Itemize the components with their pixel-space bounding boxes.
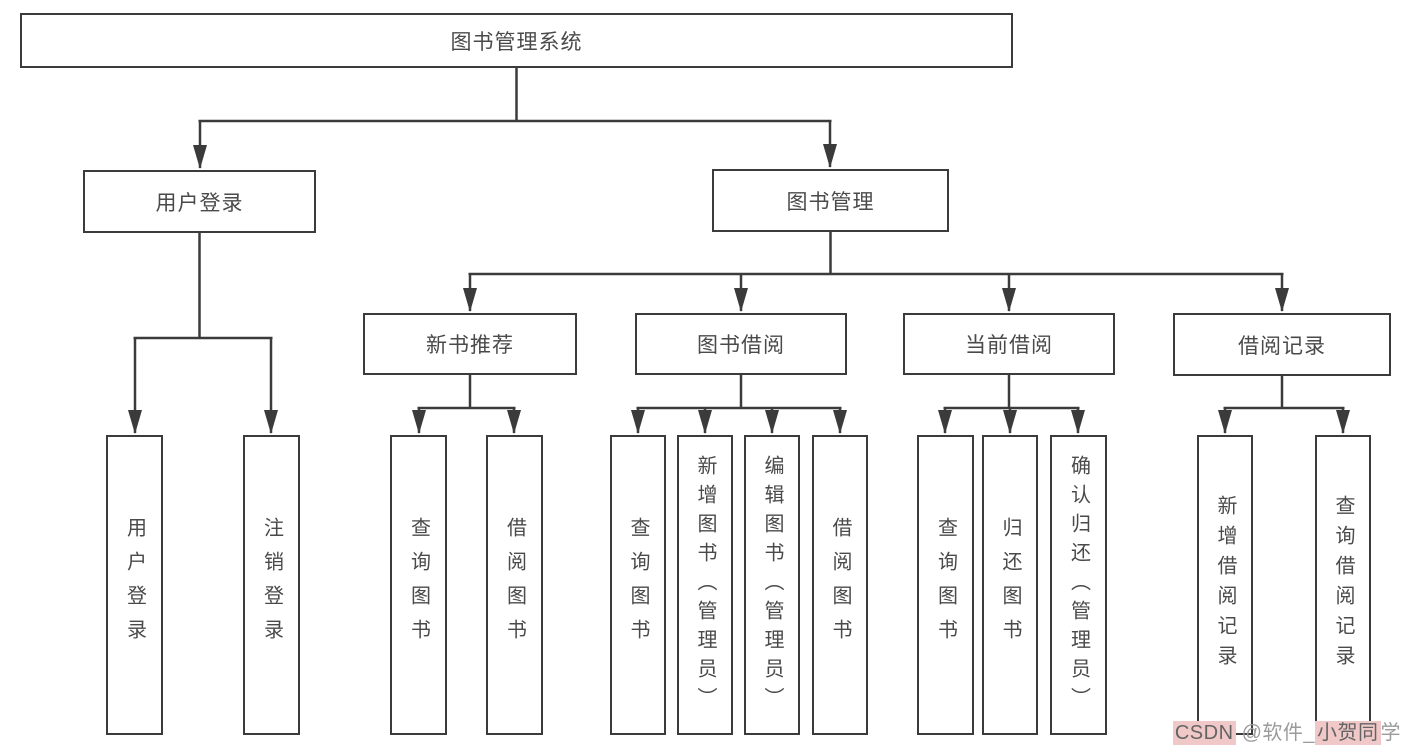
node-book-borrowing: 图书借阅 — [635, 313, 847, 375]
watermark-name: 小贺同 — [1315, 721, 1381, 745]
watermark-site: CSDN — [1172, 721, 1236, 745]
leaf-logout: 注销登录 — [243, 435, 300, 735]
leaf-edit-books-admin: 编辑图书（管理员） — [744, 435, 800, 735]
node-borrowing-records: 借阅记录 — [1173, 313, 1391, 376]
node-new-book-recommend: 新书推荐 — [363, 313, 577, 375]
leaf-add-books-admin: 新增图书（管理员） — [677, 435, 733, 735]
leaf-query-books-current: 查询图书 — [917, 435, 974, 735]
watermark-at-handle: @软件_ — [1235, 722, 1315, 744]
leaf-borrow-books-recommend: 借阅图书 — [486, 435, 543, 735]
node-library-management-system: 图书管理系统 — [20, 13, 1013, 68]
leaf-return-books: 归还图书 — [982, 435, 1038, 735]
leaf-borrow-books: 借阅图书 — [812, 435, 868, 735]
csdn-watermark: CSDN @软件_小贺同学 — [1172, 716, 1401, 745]
leaf-add-borrow-record: 新增借阅记录 — [1197, 435, 1253, 735]
leaf-query-books-borrowing: 查询图书 — [610, 435, 666, 735]
leaf-confirm-return-admin: 确认归还（管理员） — [1050, 435, 1107, 735]
node-user-login: 用户登录 — [83, 170, 316, 233]
leaf-query-books-recommend: 查询图书 — [390, 435, 447, 735]
node-book-management: 图书管理 — [712, 169, 949, 232]
node-current-borrowing: 当前借阅 — [903, 313, 1115, 375]
leaf-user-login: 用户登录 — [106, 435, 163, 735]
leaf-query-borrow-record: 查询借阅记录 — [1315, 435, 1371, 735]
watermark-name-tail: 学 — [1380, 722, 1401, 744]
